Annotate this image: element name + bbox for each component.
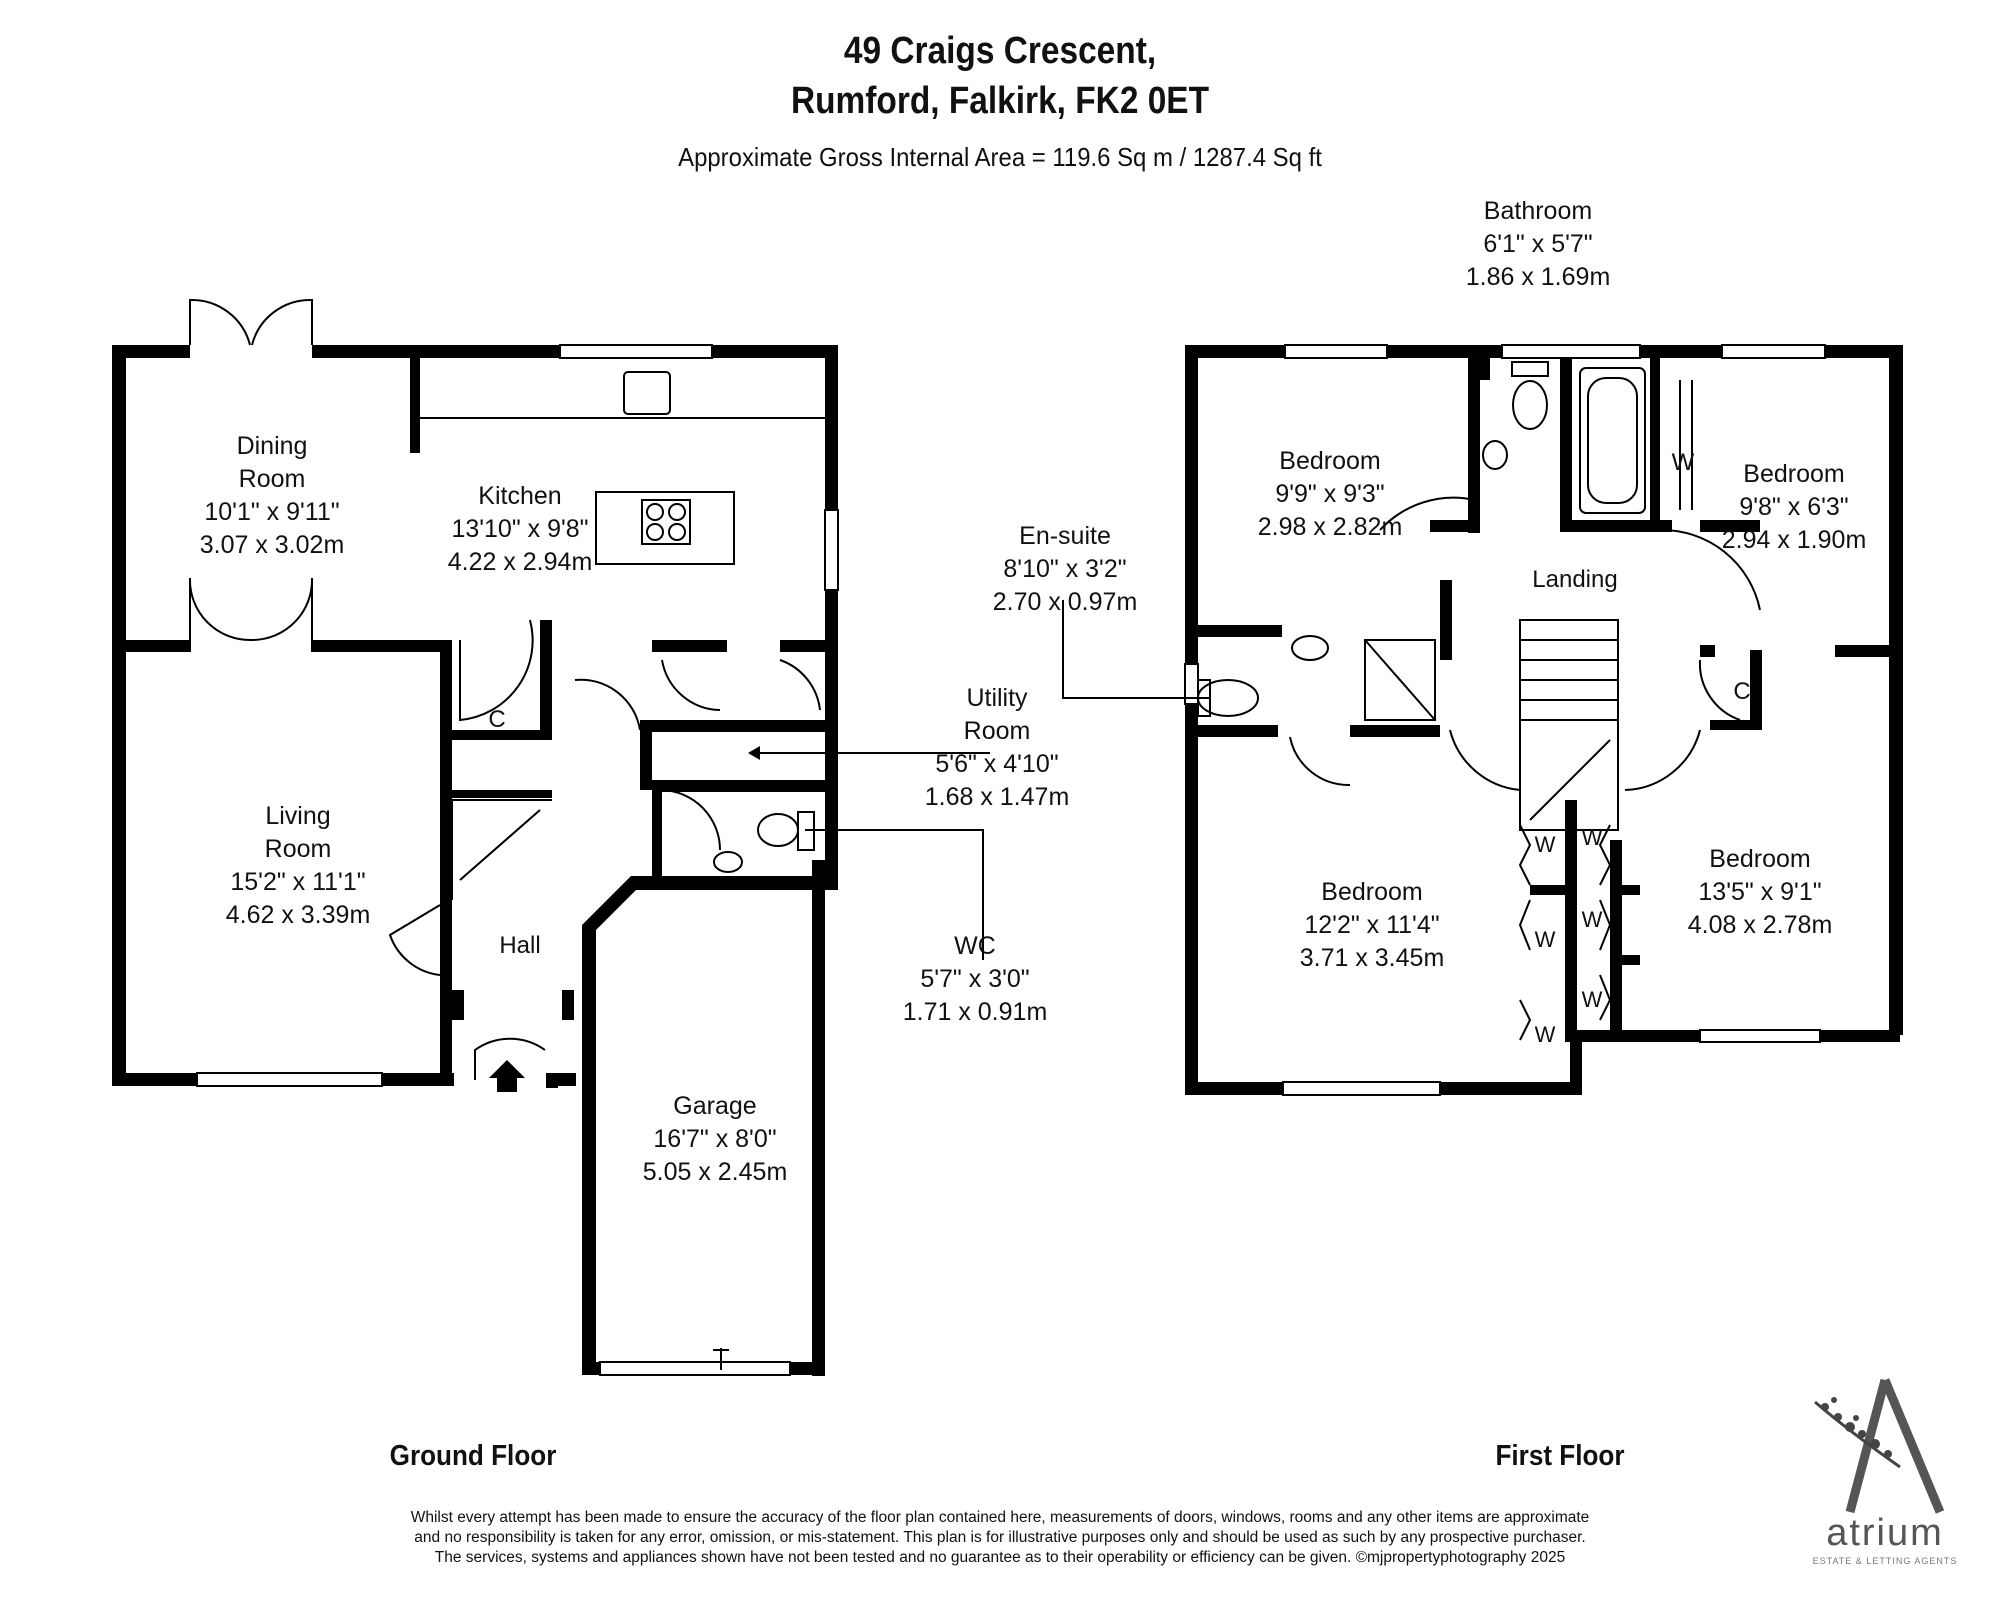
ensuite-label: En-suite 8'10" x 3'2" 2.70 x 0.97m xyxy=(992,522,1138,616)
bathroom-label: Bathroom 6'1" x 5'7" 1.86 x 1.69m xyxy=(1465,197,1611,291)
garage-label: Garage 16'7" x 8'0" 5.05 x 2.45m xyxy=(642,1092,788,1186)
kitchen-label: Kitchen 13'10" x 9'8" 4.22 x 2.94m xyxy=(447,482,593,576)
logo-tagline: ESTATE & LETTING AGENTS xyxy=(1812,1556,1958,1566)
bedroom-2-label: Bedroom 9'8" x 6'3" 2.94 x 1.90m xyxy=(1721,460,1867,554)
bedroom-1-label: Bedroom 9'9" x 9'3" 2.98 x 2.82m xyxy=(1257,447,1403,541)
wardrobe-label: W xyxy=(1581,987,1603,1012)
landing-label: Landing xyxy=(1532,566,1618,593)
bedroom-3-label: Bedroom 12'2" x 11'4" 3.71 x 3.45m xyxy=(1299,878,1445,972)
wardrobe-label: W xyxy=(1534,1022,1556,1047)
utility-room-label: Utility Room 5'6" x 4'10" 1.68 x 1.47m xyxy=(924,684,1070,811)
wardrobe-label: W xyxy=(1534,832,1556,857)
ground-cupboard-label: C xyxy=(488,706,506,733)
hall-label: Hall xyxy=(499,932,541,959)
dining-room-label: Dining Room 10'1" x 9'11" 3.07 x 3.02m xyxy=(199,432,345,559)
first-floor-walls xyxy=(1185,345,1903,1095)
gross-area: Approximate Gross Internal Area = 119.6 … xyxy=(678,142,1322,172)
first-cupboard-label: C xyxy=(1733,678,1751,705)
disclaimer: Whilst every attempt has been made to en… xyxy=(410,1509,1590,1566)
living-room-label: Living Room 15'2" x 11'1" 4.62 x 3.39m xyxy=(225,802,371,929)
wardrobe-label: W xyxy=(1581,825,1603,850)
ground-floor-label: Ground Floor xyxy=(389,1440,557,1472)
bedroom-4-label: Bedroom 13'5" x 9'1" 4.08 x 2.78m xyxy=(1687,845,1833,939)
first-floor-label: First Floor xyxy=(1495,1440,1625,1472)
wc-label: WC 5'7" x 3'0" 1.71 x 0.91m xyxy=(902,932,1048,1026)
wardrobe-label: W xyxy=(1534,927,1556,952)
first-floor-details xyxy=(748,344,1826,1096)
address-line-1: 49 Craigs Crescent, xyxy=(843,30,1157,72)
ground-floor-details xyxy=(188,298,839,1376)
wardrobe-label: W xyxy=(1581,907,1603,932)
wardrobe-label: W xyxy=(1671,449,1695,476)
atrium-logo-icon xyxy=(1814,1378,1945,1514)
logo-name: atrium xyxy=(1826,1512,1944,1554)
ground-floor-walls xyxy=(112,345,838,1376)
address-line-2: Rumford, Falkirk, FK2 0ET xyxy=(790,80,1210,122)
